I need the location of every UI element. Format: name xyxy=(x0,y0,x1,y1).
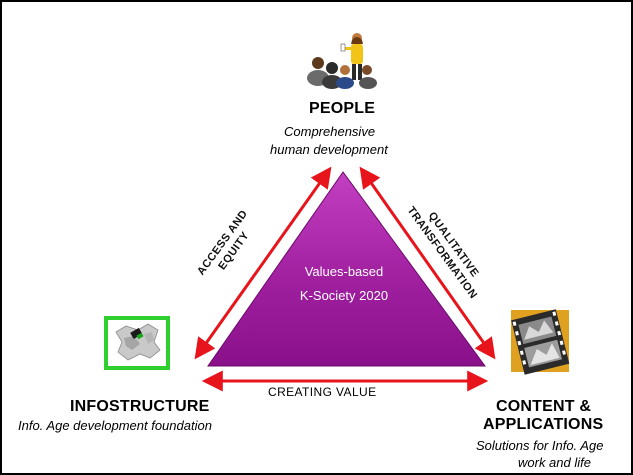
map-icon xyxy=(104,316,170,370)
people-group-icon xyxy=(307,33,377,89)
center-label-line1: Values-based xyxy=(305,264,384,279)
people-subtitle-line1: Comprehensive xyxy=(284,124,376,139)
content-subtitle-line2: work and life xyxy=(518,455,591,470)
film-strip-icon xyxy=(511,309,570,375)
content-title-line2: APPLICATIONS xyxy=(483,416,604,433)
infostructure-subtitle: Info. Age development foundation xyxy=(18,418,212,433)
edge-label-bottom: CREATING VALUE xyxy=(268,385,377,399)
people-subtitle-line2: human development xyxy=(270,142,388,157)
content-title-line1: CONTENT & xyxy=(496,398,592,415)
center-label-line2: K-Society 2020 xyxy=(300,288,388,303)
arrow-left-edge xyxy=(194,166,332,360)
infostructure-title: INFOSTRUCTURE xyxy=(70,398,210,415)
arrow-right-edge xyxy=(359,166,496,360)
people-title: PEOPLE xyxy=(309,100,376,117)
content-subtitle-line1: Solutions for Info. Age xyxy=(476,438,604,453)
